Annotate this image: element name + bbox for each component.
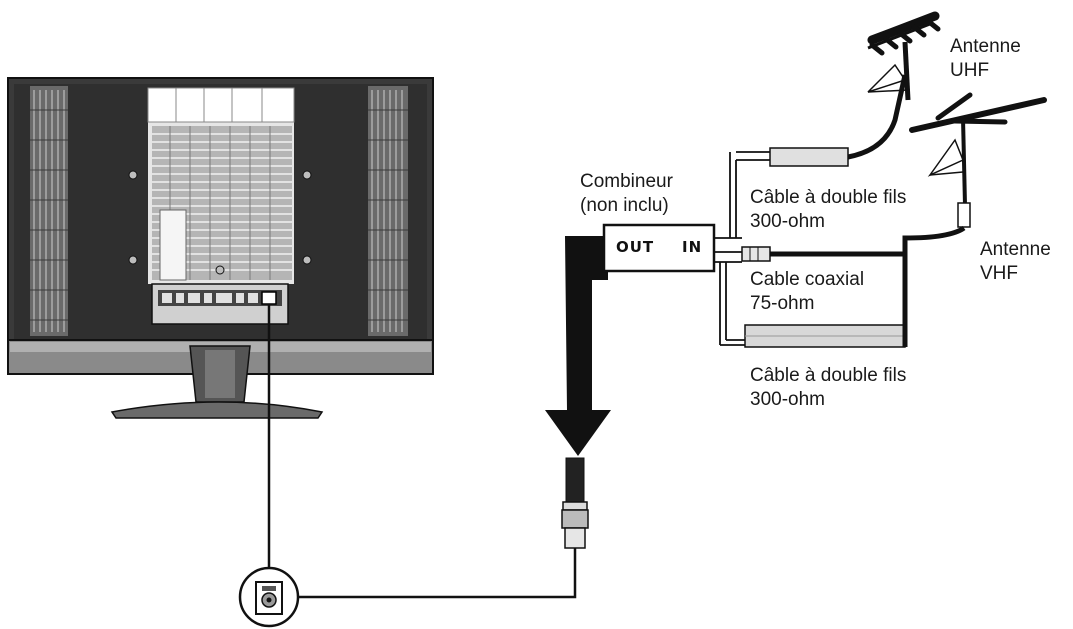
central-panel — [147, 87, 295, 284]
uhf-antenna-label: Antenne UHF — [950, 35, 1021, 83]
twin-lead-bottom — [720, 320, 908, 348]
twin-lead-bottom-label-line2: 300-ohm — [750, 389, 825, 410]
connector-panel — [151, 283, 289, 325]
combiner-label-line2: (non inclu) — [580, 195, 669, 216]
coax-label-line2: 75-ohm — [750, 293, 815, 314]
uhf-antenna-label-line2: UHF — [950, 60, 990, 81]
vent-grille-left — [30, 86, 68, 336]
output-cable — [298, 548, 577, 599]
combiner-box — [602, 223, 716, 273]
vhf-antenna-label-line1: Antenne — [980, 239, 1051, 260]
coax-label: Cable coaxial 75-ohm — [750, 268, 864, 316]
vhf-antenna-icon — [909, 92, 1047, 228]
twin-lead-top-label: Câble à double fils 300-ohm — [750, 186, 906, 234]
combiner-label: Combineur (non inclu) — [580, 170, 673, 218]
vhf-antenna-label: Antenne VHF — [980, 238, 1051, 286]
twin-lead-bottom-label-line1: Câble à double fils — [750, 365, 907, 386]
f-connector — [561, 457, 589, 549]
coax-label-line1: Cable coaxial — [750, 269, 865, 290]
rf-jack-callout-icon — [238, 566, 300, 628]
uhf-antenna-icon — [867, 11, 941, 101]
twin-lead-top-label-line1: Câble à double fils — [750, 187, 907, 208]
twin-lead-top-label-line2: 300-ohm — [750, 211, 825, 232]
tv-rear-view — [7, 77, 434, 419]
combiner-input-leads — [714, 152, 742, 345]
coax-cable — [741, 225, 966, 320]
rf-input-jack — [261, 291, 277, 305]
combiner-out-label: OUT — [616, 238, 655, 256]
vent-grille-right — [368, 86, 408, 336]
combiner-in-label: IN — [682, 238, 703, 256]
twin-lead-top — [736, 74, 908, 167]
mounting-screws — [128, 170, 312, 275]
twin-lead-bottom-label: Câble à double fils 300-ohm — [750, 364, 906, 412]
combiner-output-arrow — [545, 236, 611, 456]
uhf-antenna-label-line1: Antenne — [950, 36, 1021, 57]
vhf-antenna-label-line2: VHF — [980, 263, 1018, 284]
combiner-label-line1: Combineur — [580, 171, 673, 192]
